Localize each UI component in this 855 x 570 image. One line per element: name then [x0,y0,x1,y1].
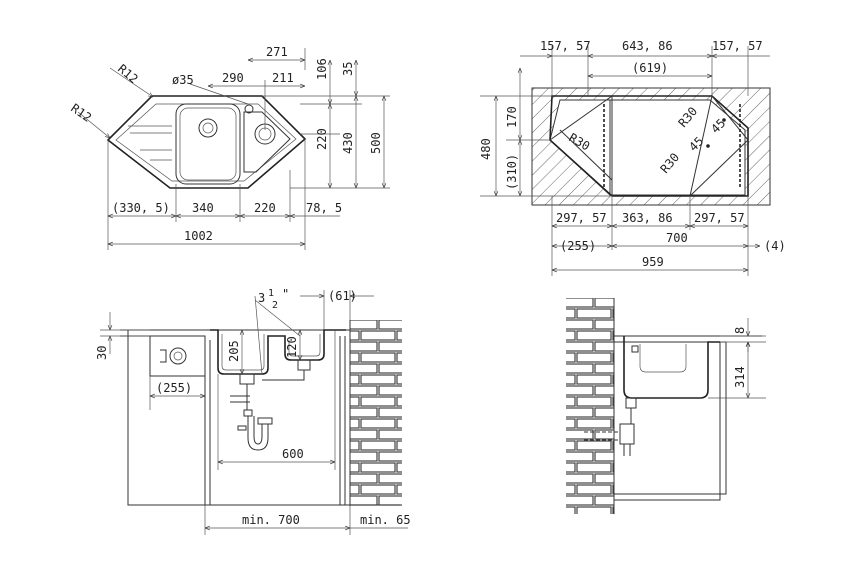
brick-wall-left [350,320,402,506]
label-157-57-left: 157, 57 [540,39,591,53]
label-78-5: 78, 5 [306,201,342,215]
label-430: 430 [341,132,355,154]
label-8: 8 [733,327,747,334]
sink-plan-view: R12 R12 ø35 271 290 211 106 35 220 430 5… [68,45,390,250]
left-cabinet [127,330,200,506]
label-700: 700 [666,231,688,245]
label-211: 211 [272,71,294,85]
label-61: (61) [328,289,357,303]
label-500: 500 [369,132,383,154]
label-30: 30 [95,346,109,360]
label-120: 120 [285,336,299,358]
label-220-horizontal: 220 [254,201,276,215]
brick-wall-right [566,298,614,514]
thread-size-whole: 3 [258,291,265,305]
label-330-5: (330, 5) [112,201,170,215]
label-363-86: 363, 86 [622,211,673,225]
label-r30-top: R30 [676,104,701,130]
label-290: 290 [222,71,244,85]
tap-hole [244,104,254,114]
label-480: 480 [479,138,493,160]
label-35: 35 [341,62,355,76]
label-106: 106 [315,58,329,80]
waste-plumbing [230,359,311,451]
label-297-57-right: 297, 57 [694,211,745,225]
sink-section [210,329,346,375]
label-r12-top: R12 [115,62,141,87]
side-waste-plumbing [584,397,637,456]
label-205: 205 [227,340,241,362]
main-drain [198,118,218,138]
label-310: (310) [505,154,519,190]
dishwasher-panel [149,335,206,377]
label-170: 170 [505,106,519,128]
label-959: 959 [642,255,664,269]
label-r30-left: R30 [567,130,593,153]
label-297-57-left: 297, 57 [556,211,607,225]
label-r30-bottom: R30 [658,150,683,176]
label-diameter-35: ø35 [172,73,194,87]
cutout-template-view: R30 R30 R30 45 45 157, 57 643, 86 157, 5… [479,39,786,276]
thread-size-num: 1 [268,288,274,299]
thread-size-den: 2 [272,300,278,311]
sink-outline [106,95,307,189]
label-157-57-right: 157, 57 [712,39,763,53]
label-619: (619) [632,61,668,75]
thread-size-mark: " [282,287,289,301]
front-section-view: 3 1 2 " 205 120 30 (255) 600 (61) [95,287,411,535]
main-bowl [175,103,241,185]
drainboard-grooves [128,125,172,161]
label-340: 340 [192,201,214,215]
countertop-hatched [531,87,771,206]
label-4: (4) [764,239,786,253]
label-600: 600 [282,447,304,461]
sink-side-section [623,336,720,399]
label-min-65: min. 65 [360,513,411,527]
label-1002: 1002 [184,229,213,243]
label-255-section: (255) [156,381,192,395]
side-section-view: 8 314 [566,298,766,514]
label-min-700: min. 700 [242,513,300,527]
label-220-vertical: 220 [315,128,329,150]
label-271: 271 [266,45,288,59]
label-314: 314 [733,366,747,388]
secondary-bowl [243,111,291,173]
label-643-86: 643, 86 [622,39,673,53]
label-255-top: (255) [560,239,596,253]
label-r12-left: R12 [68,101,94,125]
